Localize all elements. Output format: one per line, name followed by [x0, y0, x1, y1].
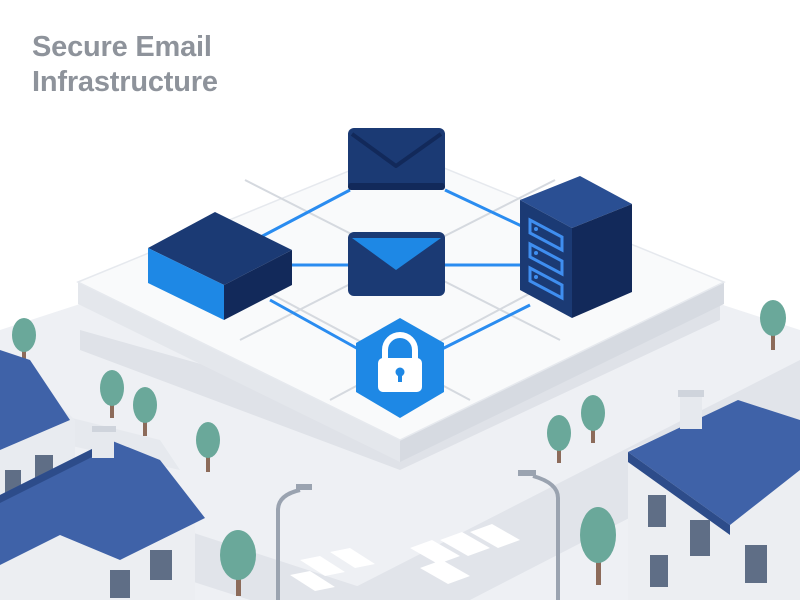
house-icon-right	[628, 390, 800, 600]
tree-icon	[196, 422, 220, 472]
connection-lines	[254, 188, 531, 352]
tree-icon	[581, 395, 605, 443]
crosswalk-right	[410, 524, 520, 584]
tree-icon	[547, 415, 571, 463]
trees	[12, 300, 786, 596]
streetlight-icon-right	[518, 470, 560, 600]
server-icon	[520, 176, 632, 318]
title-line-2: Infrastructure	[32, 66, 218, 98]
hub-box-icon	[148, 212, 292, 320]
tree-icon	[580, 507, 616, 585]
lock-icon	[356, 318, 444, 418]
title-line-1: Secure Email	[32, 31, 212, 63]
tree-icon	[220, 530, 256, 596]
tree-icon	[133, 387, 157, 436]
page-title: Secure Email Infrastructure	[32, 30, 218, 100]
streetlight-icon-left	[276, 484, 312, 600]
tree-icon	[12, 318, 36, 363]
house-icon-left-front	[0, 426, 205, 600]
envelope-icon-top	[348, 128, 445, 190]
envelope-icon-center	[348, 232, 445, 296]
crosswalk-left	[290, 548, 375, 591]
tree-icon	[100, 370, 124, 418]
tree-icon	[760, 300, 786, 350]
